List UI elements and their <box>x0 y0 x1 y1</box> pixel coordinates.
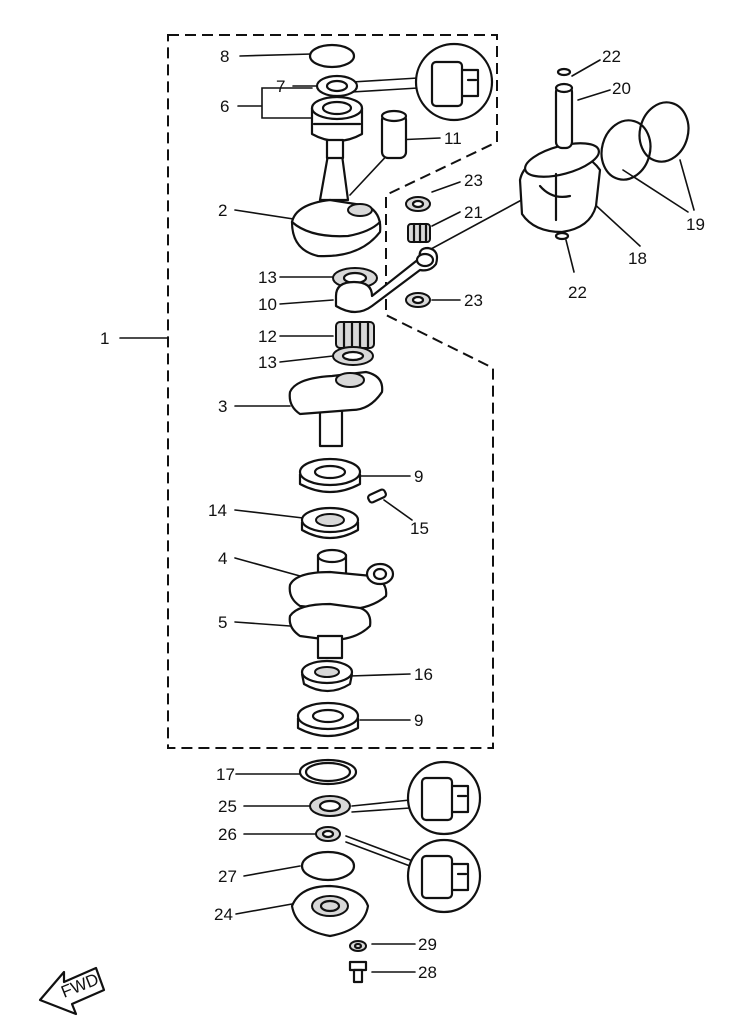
part-label-16: 16 <box>414 665 433 684</box>
part-label-19: 19 <box>686 215 705 234</box>
connecting-rod-10 <box>334 246 439 314</box>
part-label-27: 27 <box>218 867 237 886</box>
part-label-14: 14 <box>208 501 227 520</box>
part-label-9a: 9 <box>414 467 423 486</box>
part-label-23a: 23 <box>464 171 483 190</box>
fwd-arrow-icon: FWD <box>38 966 106 1016</box>
bolt-28 <box>348 960 368 984</box>
bearing-6 <box>310 95 364 143</box>
part-label-3: 3 <box>218 397 227 416</box>
part-label-25: 25 <box>218 797 237 816</box>
gasket-27 <box>300 850 356 882</box>
part-label-22b: 22 <box>568 283 587 302</box>
needle-bearing-12 <box>335 320 375 350</box>
part-label-11: 11 <box>444 129 462 148</box>
part-label-26: 26 <box>218 825 237 844</box>
washer-23-bottom <box>405 292 431 308</box>
oil-seal-14 <box>300 506 360 540</box>
seal-25 <box>309 795 351 817</box>
seal-16 <box>300 659 354 693</box>
part-label-12: 12 <box>258 327 277 346</box>
washer-13-bottom <box>332 346 374 366</box>
part-label-29: 29 <box>418 935 437 954</box>
ball-bearing-9-top <box>298 457 362 494</box>
part-label-7: 7 <box>276 77 285 96</box>
part-label-28: 28 <box>418 963 437 982</box>
housing-24 <box>290 884 370 938</box>
pin-11 <box>380 109 408 160</box>
leader-lines <box>119 53 695 973</box>
detail-callout-middle <box>406 760 482 836</box>
part-label-13b: 13 <box>258 353 277 372</box>
part-label-17: 17 <box>216 765 235 784</box>
part-label-13a: 13 <box>258 268 277 287</box>
washer-23-top <box>405 196 431 212</box>
part-label-4: 4 <box>218 549 227 568</box>
part-label-21: 21 <box>464 203 483 222</box>
crank-lower-4-5 <box>288 548 395 660</box>
part-label-5: 5 <box>218 613 227 632</box>
part-label-6: 6 <box>220 97 229 116</box>
o-ring-8 <box>308 43 356 69</box>
part-label-22a: 22 <box>602 47 621 66</box>
piston-rings-19 <box>600 101 690 181</box>
part-label-18: 18 <box>628 249 647 268</box>
part-labels: 1 2 3 4 5 6 7 8 9 9 10 11 12 13 13 14 15… <box>100 47 705 982</box>
detail-callout-top <box>414 42 494 122</box>
detail-callout-bottom <box>406 838 482 914</box>
needle-bearing-21 <box>407 222 431 244</box>
part-label-23b: 23 <box>464 291 483 310</box>
ring-17 <box>298 758 358 786</box>
part-label-2: 2 <box>218 201 227 220</box>
part-label-8: 8 <box>220 47 229 66</box>
seal-26 <box>315 826 341 842</box>
pin-15 <box>367 488 387 504</box>
washer-29 <box>349 940 367 952</box>
part-label-1: 1 <box>100 329 109 348</box>
ball-bearing-9-bottom <box>296 701 360 738</box>
part-label-20: 20 <box>612 79 631 98</box>
crank-upper-2 <box>290 138 382 258</box>
part-label-9b: 9 <box>414 711 423 730</box>
oil-seal-7 <box>315 74 359 98</box>
clip-22-top <box>556 67 572 77</box>
part-label-10: 10 <box>258 295 277 314</box>
piston-pin-20 <box>554 82 574 150</box>
assembly-boundary <box>167 34 498 749</box>
crank-web-3 <box>288 370 384 448</box>
piston-18 <box>518 142 602 234</box>
part-label-15: 15 <box>410 519 429 538</box>
part-label-24: 24 <box>214 905 233 924</box>
clip-22-bottom <box>554 231 570 241</box>
